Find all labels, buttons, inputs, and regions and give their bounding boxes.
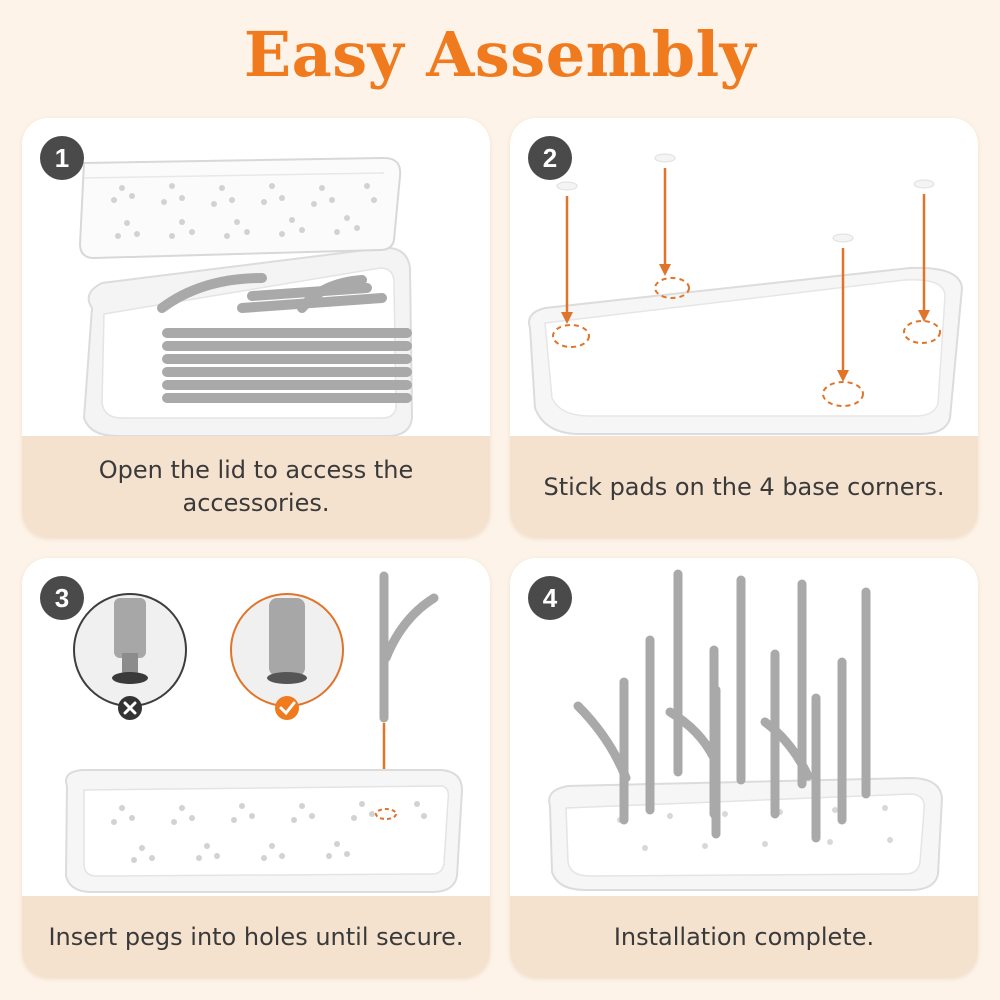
tray-open-illustration bbox=[78, 156, 414, 437]
check-icon bbox=[275, 696, 299, 720]
step-number-badge: 2 bbox=[528, 136, 572, 180]
base-pads-illustration bbox=[528, 153, 964, 435]
step-1-card: 1 Open the lid to access the accessories… bbox=[22, 118, 490, 538]
step-caption: Insert pegs into holes until secure. bbox=[22, 896, 490, 978]
step-caption: Installation complete. bbox=[510, 896, 978, 978]
step-4-card: 4 Installation complete. bbox=[510, 558, 978, 978]
step-3-card: 3 Insert pegs into holes until secure. bbox=[22, 558, 490, 978]
completed-rack-illustration bbox=[548, 569, 944, 891]
wrong-fit-detail bbox=[73, 593, 187, 707]
step-number-badge: 1 bbox=[40, 136, 84, 180]
insert-pegs-illustration bbox=[64, 571, 464, 893]
step-2-card: 2 Stick pads on the 4 base corners. bbox=[510, 118, 978, 538]
page-title: Easy Assembly bbox=[243, 18, 757, 91]
step-number-badge: 3 bbox=[40, 576, 84, 620]
step-caption: Stick pads on the 4 base corners. bbox=[510, 436, 978, 538]
step-caption: Open the lid to access the accessories. bbox=[22, 436, 490, 538]
correct-fit-detail bbox=[230, 593, 344, 707]
step-number-badge: 4 bbox=[528, 576, 572, 620]
